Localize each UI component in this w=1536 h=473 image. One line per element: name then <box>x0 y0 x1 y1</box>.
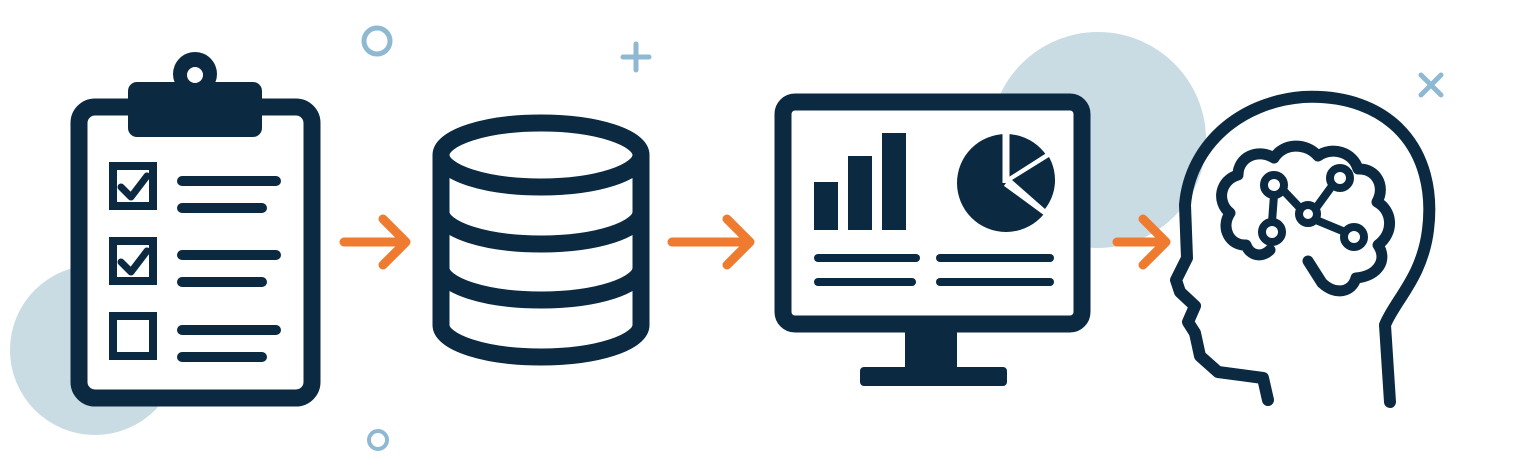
arrow-right-icon <box>339 214 411 270</box>
x-icon <box>1418 72 1444 98</box>
network-nodes <box>1258 164 1368 251</box>
bar-chart-icon <box>814 133 906 230</box>
monitor-dashboard-icon <box>774 93 1091 386</box>
brain-outline <box>1216 140 1395 297</box>
bar <box>814 182 838 230</box>
head-outline <box>1170 90 1436 408</box>
clipboard-checklist-icon <box>70 52 321 407</box>
text-lines <box>814 254 1054 286</box>
checklist-item <box>109 162 281 213</box>
circle-outline-icon <box>361 25 393 57</box>
bar <box>882 133 906 230</box>
plus-icon <box>620 41 652 73</box>
pie-chart-icon <box>957 131 1058 232</box>
check-mark-icon <box>117 172 151 201</box>
checklist-item <box>109 312 281 362</box>
bar <box>848 156 872 230</box>
circle-outline-icon <box>367 429 389 451</box>
database-icon <box>432 114 650 366</box>
checklist-item <box>109 237 281 287</box>
arrow-right-icon <box>667 214 755 270</box>
head-brain-network-icon <box>1170 90 1436 408</box>
arrow-right-icon <box>1112 214 1171 270</box>
check-mark-icon <box>117 247 151 276</box>
